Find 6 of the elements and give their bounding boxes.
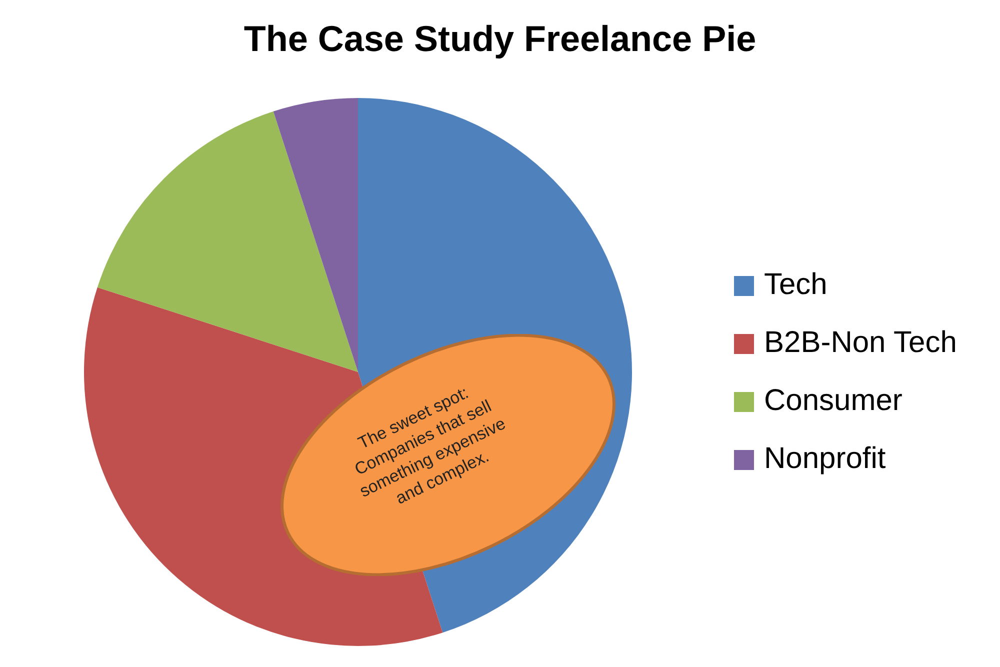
legend-label: B2B-Non Tech <box>764 326 957 360</box>
legend-label: Tech <box>764 268 828 302</box>
legend-label: Consumer <box>764 384 902 418</box>
callout-oval <box>280 334 616 576</box>
chart-title: The Case Study Freelance Pie <box>244 18 756 60</box>
legend-label: Nonprofit <box>764 442 886 476</box>
